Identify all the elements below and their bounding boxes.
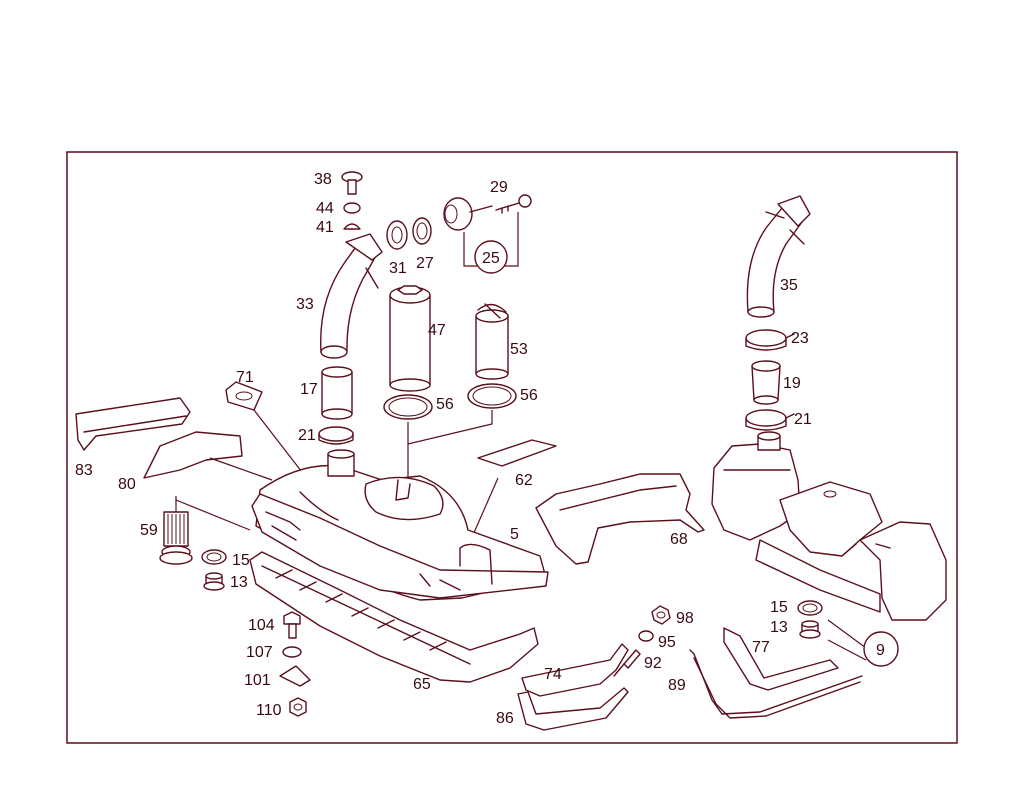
part-9-tank-assembly bbox=[711, 431, 947, 621]
part-65-heat-shield bbox=[249, 551, 539, 683]
label-19: 19 bbox=[783, 375, 801, 392]
part-15-seal-right-inner bbox=[802, 603, 818, 613]
label-56-left: 56 bbox=[436, 396, 454, 413]
part-15-seal-right bbox=[797, 600, 823, 616]
part-71-rubber-pad bbox=[225, 381, 263, 411]
label-27: 27 bbox=[416, 255, 434, 272]
part-56-seal-right-inner bbox=[472, 386, 512, 406]
label-92: 92 bbox=[644, 655, 662, 672]
label-59: 59 bbox=[140, 522, 158, 539]
label-15-left: 15 bbox=[232, 552, 250, 569]
leader-9 bbox=[827, 619, 867, 661]
part-80-insulation bbox=[143, 431, 243, 479]
part-25-filler-cap bbox=[443, 197, 493, 231]
label-38: 38 bbox=[314, 171, 332, 188]
label-95: 95 bbox=[658, 634, 676, 651]
label-68: 68 bbox=[670, 531, 688, 548]
label-71: 71 bbox=[236, 369, 254, 386]
part-53-pump-unit bbox=[475, 303, 509, 380]
callout-circle-9 bbox=[863, 631, 899, 667]
part-44-washer bbox=[343, 202, 361, 214]
part-5-fuel-tank bbox=[251, 449, 549, 601]
part-41-clip bbox=[343, 223, 361, 230]
part-92-threaded-rod bbox=[613, 649, 641, 677]
part-110-nut bbox=[289, 697, 307, 717]
part-77-strap bbox=[723, 627, 839, 691]
part-98-nut bbox=[651, 605, 671, 625]
diagram-frame bbox=[66, 151, 958, 744]
part-62-foam-pad bbox=[477, 439, 557, 467]
label-21-right: 21 bbox=[794, 411, 812, 428]
leader-80 bbox=[209, 457, 273, 481]
part-107-washer bbox=[282, 646, 302, 658]
label-21-left: 21 bbox=[298, 427, 316, 444]
part-15-seal-left-inner bbox=[206, 552, 222, 562]
part-38-screw bbox=[341, 171, 363, 195]
part-15-seal-left bbox=[201, 549, 227, 565]
label-107: 107 bbox=[246, 644, 273, 661]
part-56-seal-right bbox=[467, 383, 517, 409]
label-101: 101 bbox=[244, 672, 271, 689]
label-25: 25 bbox=[482, 250, 500, 267]
label-35: 35 bbox=[780, 277, 798, 294]
part-number-labels: 38 44 41 31 27 29 25 33 47 53 17 21 56 5… bbox=[75, 171, 885, 727]
label-77: 77 bbox=[752, 639, 770, 656]
label-86: 86 bbox=[496, 710, 514, 727]
part-27-ring bbox=[412, 217, 432, 245]
label-13-right: 13 bbox=[770, 619, 788, 636]
label-104: 104 bbox=[248, 617, 275, 634]
part-104-bolt bbox=[283, 611, 301, 639]
part-35-filler-neck-right bbox=[746, 195, 811, 318]
part-33-filler-neck bbox=[320, 233, 383, 359]
part-47-fuel-sender bbox=[389, 285, 431, 392]
label-74: 74 bbox=[544, 666, 562, 683]
part-83-strap bbox=[75, 397, 191, 451]
label-41: 41 bbox=[316, 219, 334, 236]
label-9: 9 bbox=[876, 642, 885, 659]
part-17-hose bbox=[321, 366, 353, 420]
label-31: 31 bbox=[389, 260, 407, 277]
label-80: 80 bbox=[118, 476, 136, 493]
part-23-clamp bbox=[745, 329, 795, 351]
part-68-insulation bbox=[535, 473, 705, 565]
label-29: 29 bbox=[490, 179, 508, 196]
part-95-washer bbox=[638, 630, 654, 642]
label-110: 110 bbox=[256, 702, 282, 719]
label-56-right: 56 bbox=[520, 387, 538, 404]
label-62: 62 bbox=[515, 472, 533, 489]
part-56-seal-left-inner bbox=[388, 397, 428, 417]
label-5: 5 bbox=[510, 526, 519, 543]
part-29-key bbox=[495, 194, 532, 214]
part-59-filter bbox=[159, 511, 193, 565]
label-13-left: 13 bbox=[230, 574, 248, 591]
part-13-plug-right bbox=[799, 620, 821, 639]
part-101-bracket bbox=[279, 665, 311, 687]
part-19-hose bbox=[751, 360, 781, 405]
label-23: 23 bbox=[791, 330, 809, 347]
label-44: 44 bbox=[316, 200, 334, 217]
label-53: 53 bbox=[510, 341, 528, 358]
label-98: 98 bbox=[676, 610, 694, 627]
label-89: 89 bbox=[668, 677, 686, 694]
callout-circle-25 bbox=[474, 240, 508, 274]
label-83: 83 bbox=[75, 462, 93, 479]
part-21-clamp-left bbox=[318, 426, 354, 445]
label-65: 65 bbox=[413, 676, 431, 693]
part-13-plug-left bbox=[203, 572, 225, 591]
label-47: 47 bbox=[428, 322, 446, 339]
leader-56 bbox=[407, 410, 493, 445]
part-31-grommet bbox=[386, 220, 408, 250]
label-15-right: 15 bbox=[770, 599, 788, 616]
label-17: 17 bbox=[300, 381, 318, 398]
label-33: 33 bbox=[296, 296, 314, 313]
part-21-clamp-right bbox=[745, 409, 795, 431]
part-56-seal-left bbox=[383, 394, 433, 420]
part-89-rod bbox=[689, 649, 863, 719]
part-74-strap bbox=[521, 643, 629, 697]
part-86-strap bbox=[517, 687, 629, 731]
